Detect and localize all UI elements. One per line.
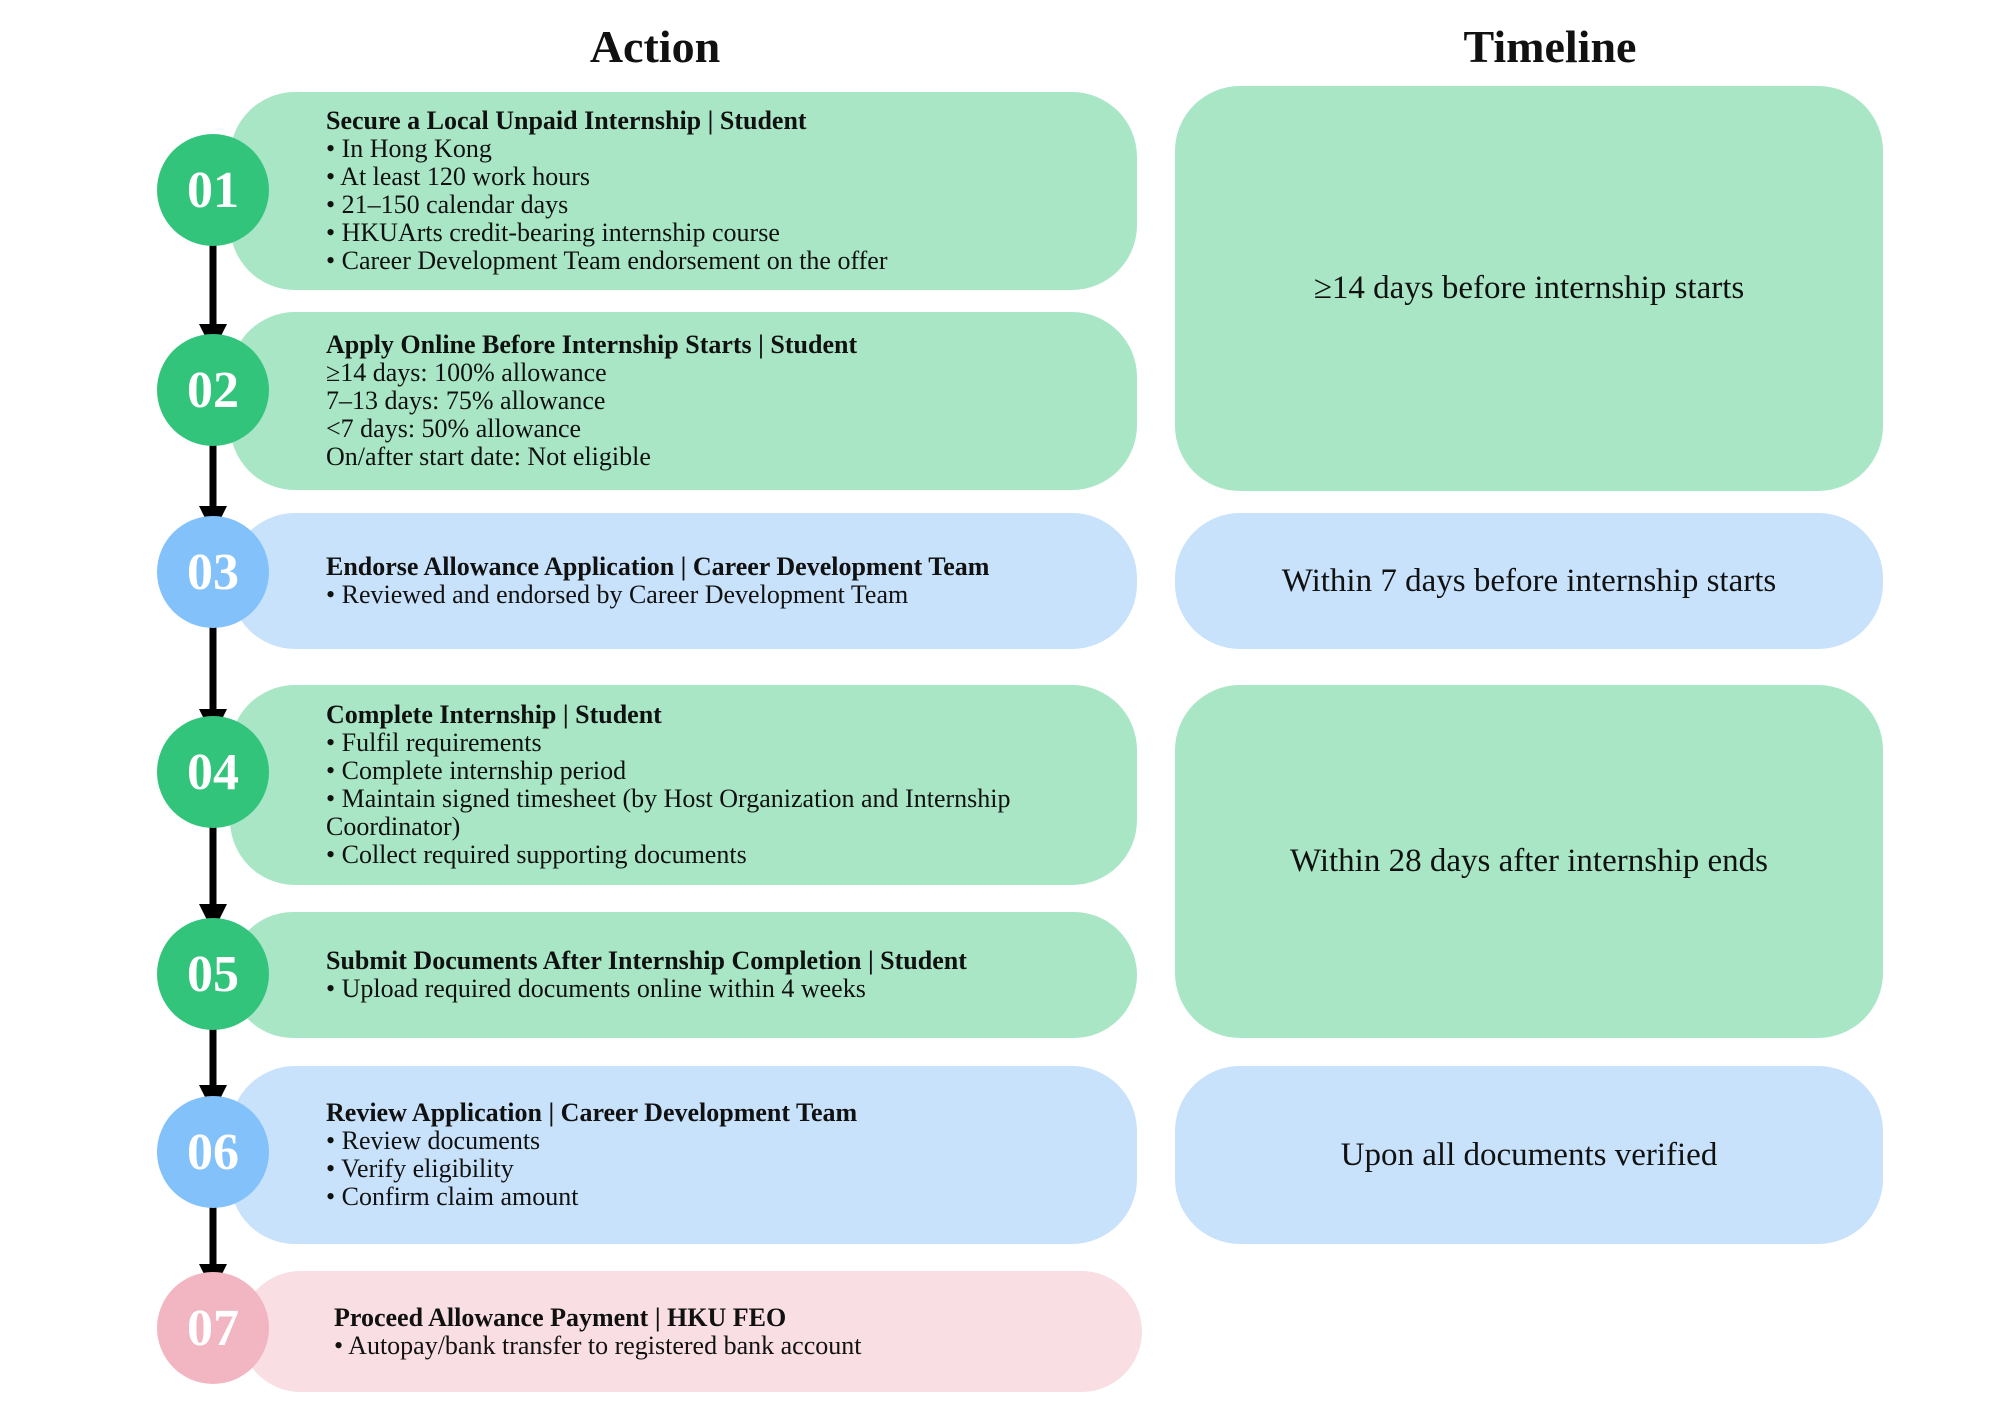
step-01-line: • HKUArts credit-bearing internship cour…: [326, 218, 780, 247]
step-05-circle: 05: [157, 918, 269, 1030]
step-01-title: Secure a Local Unpaid Internship | Stude…: [326, 106, 807, 135]
step-04-line: • Complete internship period: [326, 756, 627, 785]
timeline-box-2: Within 7 days before internship starts: [1175, 513, 1883, 649]
step-06-line: • Verify eligibility: [326, 1154, 514, 1183]
action-header: Action: [589, 21, 721, 72]
timeline-text-4: Upon all documents verified: [1340, 1136, 1718, 1173]
timeline-box-4: Upon all documents verified: [1175, 1066, 1883, 1244]
step-06-circle: 06: [157, 1096, 269, 1208]
step-03-title: Endorse Allowance Application | Career D…: [326, 552, 990, 581]
step-06-box: Review Application | Career Development …: [230, 1066, 1137, 1244]
step-02-line: ≥14 days: 100% allowance: [326, 358, 607, 387]
step-03-circle: 03: [157, 516, 269, 628]
step-07-title: Proceed Allowance Payment | HKU FEO: [334, 1302, 787, 1332]
step-01-circle: 01: [157, 134, 269, 246]
step-07-line: • Autopay/bank transfer to registered ba…: [334, 1330, 862, 1360]
step-07-box: Proceed Allowance Payment | HKU FEO • Au…: [240, 1271, 1142, 1392]
step-04-line: • Fulfil requirements: [326, 728, 542, 757]
step-03-box: Endorse Allowance Application | Career D…: [230, 513, 1137, 649]
step-04-line: • Collect required supporting documents: [326, 840, 747, 869]
step-06-title: Review Application | Career Development …: [326, 1098, 858, 1127]
step-01-line: • Career Development Team endorsement on…: [326, 246, 888, 275]
step-02-circle: 02: [157, 334, 269, 446]
step-02-box: Apply Online Before Internship Starts | …: [230, 312, 1137, 490]
step-04-title: Complete Internship | Student: [326, 700, 662, 729]
step-04-circle: 04: [157, 716, 269, 828]
timeline-header: Timeline: [1463, 21, 1637, 72]
timeline-text-1: ≥14 days before internship starts: [1313, 270, 1745, 306]
step-01-line: • At least 120 work hours: [326, 162, 591, 191]
step-06-line: • Confirm claim amount: [326, 1182, 579, 1211]
step-05-box: Submit Documents After Internship Comple…: [230, 912, 1137, 1038]
step-01-line: • 21–150 calendar days: [326, 190, 569, 219]
timeline-box-1: ≥14 days before internship starts: [1175, 86, 1883, 491]
step-05-title: Submit Documents After Internship Comple…: [326, 946, 967, 975]
step-02-line: <7 days: 50% allowance: [326, 414, 582, 443]
step-02-line: On/after start date: Not eligible: [326, 442, 651, 471]
step-01-box: Secure a Local Unpaid Internship | Stude…: [230, 92, 1137, 290]
timeline-text-2: Within 7 days before internship starts: [1281, 562, 1777, 599]
step-05-line: • Upload required documents online withi…: [326, 974, 866, 1003]
step-04-line: • Maintain signed timesheet (by Host Org…: [326, 784, 1011, 841]
step-07-circle: 07: [157, 1272, 269, 1384]
step-01-line: • In Hong Kong: [326, 134, 492, 163]
timeline-box-3: Within 28 days after internship ends: [1175, 685, 1883, 1038]
timeline-text-3: Within 28 days after internship ends: [1290, 843, 1768, 879]
step-04-box: Complete Internship | Student • Fulfil r…: [230, 685, 1137, 885]
step-02-title: Apply Online Before Internship Starts | …: [326, 330, 858, 359]
step-03-line: • Reviewed and endorsed by Career Develo…: [326, 580, 909, 609]
step-06-line: • Review documents: [326, 1126, 541, 1155]
step-02-line: 7–13 days: 75% allowance: [326, 386, 606, 415]
